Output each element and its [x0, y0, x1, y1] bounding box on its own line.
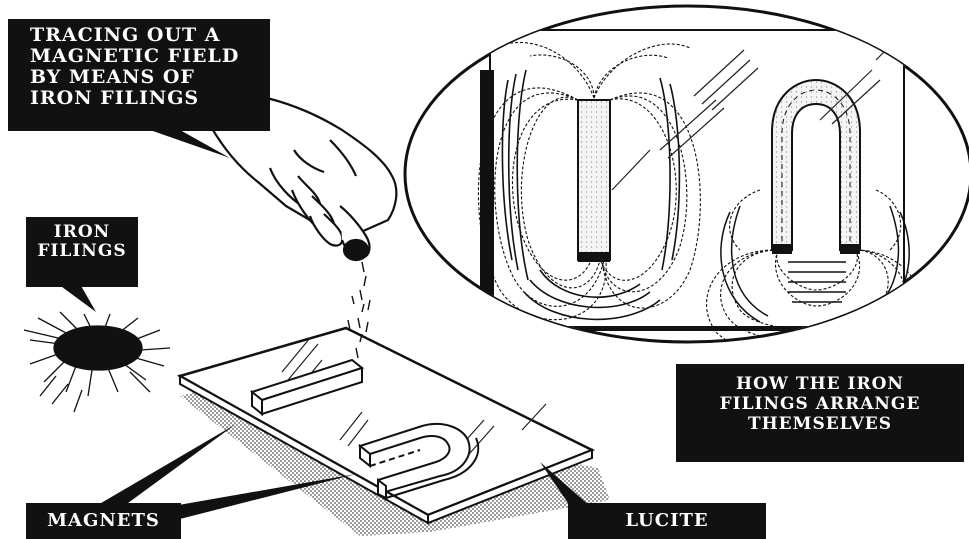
- iron-filings-pointer: [58, 284, 96, 312]
- iron-filings-label: IRON FILINGS: [26, 217, 138, 287]
- hand-illustration: [196, 92, 396, 358]
- magnets-label: MAGNETS: [26, 503, 181, 539]
- arrangement-line-3: THEMSELVES: [676, 414, 964, 434]
- arrangement-line-1: HOW THE IRON: [676, 374, 964, 394]
- iron-filings-line-2: FILINGS: [26, 242, 138, 261]
- title-line-1: TRACING OUT A: [30, 25, 270, 46]
- iron-filings-line-1: IRON: [26, 223, 138, 242]
- field-pattern-inset: [405, 6, 969, 357]
- magnets-text: MAGNETS: [26, 511, 181, 531]
- title-line-2: MAGNETIC FIELD: [30, 46, 270, 67]
- title-line-4: IRON FILINGS: [30, 88, 270, 109]
- magnets-pointer-1: [96, 424, 236, 506]
- iron-filings-pile: [24, 312, 170, 412]
- title-line-3: BY MEANS OF: [30, 67, 270, 88]
- inset-bar-magnet: [578, 100, 610, 260]
- lucite-text: LUCITE: [568, 511, 766, 531]
- lucite-plate-group: [180, 328, 610, 536]
- lucite-label: LUCITE: [568, 503, 766, 539]
- arrangement-line-2: FILINGS ARRANGE: [676, 394, 964, 414]
- arrangement-label: HOW THE IRON FILINGS ARRANGE THEMSELVES: [676, 364, 964, 462]
- title-label: TRACING OUT A MAGNETIC FIELD BY MEANS OF…: [8, 19, 270, 131]
